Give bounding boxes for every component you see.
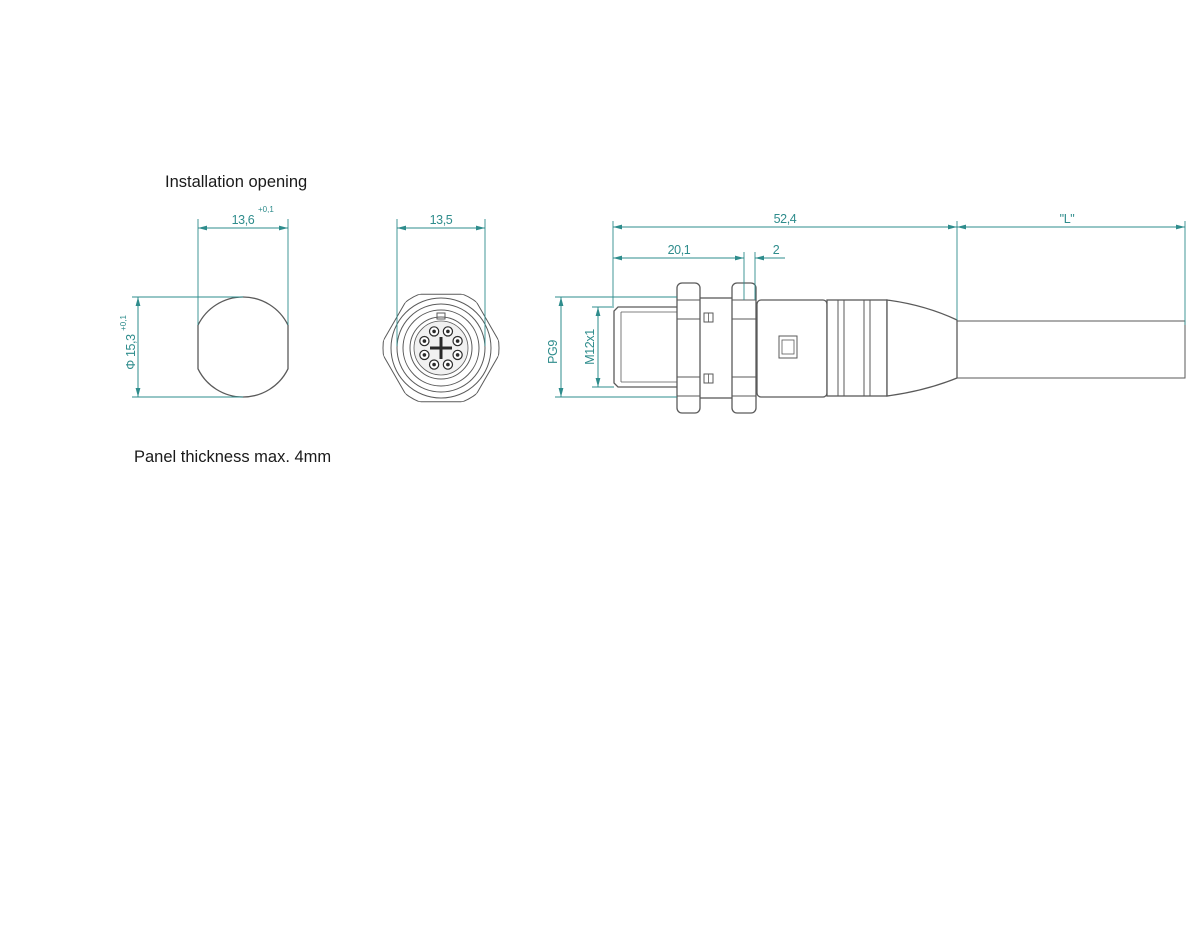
gap-length-label: 2 bbox=[773, 243, 780, 257]
grip-grooves bbox=[837, 300, 871, 396]
opening-width-label: 13,6 bbox=[232, 213, 255, 227]
grip-sleeve bbox=[826, 299, 888, 397]
overall-length-label: 52,4 bbox=[774, 212, 797, 226]
hex-nut-front bbox=[676, 282, 701, 414]
panel-thickness-note: Panel thickness max. 4mm bbox=[134, 448, 331, 466]
pg9-label: PG9 bbox=[546, 340, 560, 364]
hex-nut-chamfer-arc bbox=[382, 294, 500, 402]
strain-relief bbox=[886, 299, 958, 397]
outer-ring bbox=[390, 297, 492, 399]
m12-thread bbox=[613, 306, 677, 388]
thread-length-label: 20,1 bbox=[668, 243, 691, 257]
contact-pins bbox=[419, 326, 463, 370]
brand-logo-inner bbox=[781, 339, 795, 355]
opening-diameter-tolerance: +0,1 bbox=[119, 315, 128, 331]
connector-body bbox=[756, 299, 828, 398]
opening-outline bbox=[197, 296, 289, 398]
insert-cross-divider bbox=[430, 337, 452, 359]
inner-ring bbox=[402, 309, 480, 387]
front-width-label: 13,5 bbox=[430, 213, 453, 227]
opening-width-tolerance: +0,1 bbox=[258, 205, 274, 214]
connector-front-view: 13,5 bbox=[382, 213, 500, 403]
brand-logo-icon bbox=[778, 335, 798, 359]
connector-side-view: 52,4 "L" 20,1 2 PG9 M12x1 bbox=[546, 212, 1186, 414]
m12-thread-label: M12x1 bbox=[583, 329, 597, 365]
thread-minor-lines bbox=[620, 311, 677, 383]
cable bbox=[957, 320, 1186, 379]
thread-ring bbox=[396, 303, 486, 393]
hex-nut-front-faces bbox=[677, 299, 700, 397]
cable-length-label: "L" bbox=[1060, 212, 1075, 226]
opening-diameter-label: Φ 15,3 bbox=[124, 334, 138, 370]
hex-nut-rear bbox=[731, 282, 757, 414]
installation-opening-view: 13,6 +0,1 Φ 15,3 +0,1 bbox=[119, 205, 289, 398]
installation-opening-title: Installation opening bbox=[165, 173, 307, 191]
insert-ring bbox=[409, 316, 473, 380]
coding-key bbox=[436, 312, 446, 320]
